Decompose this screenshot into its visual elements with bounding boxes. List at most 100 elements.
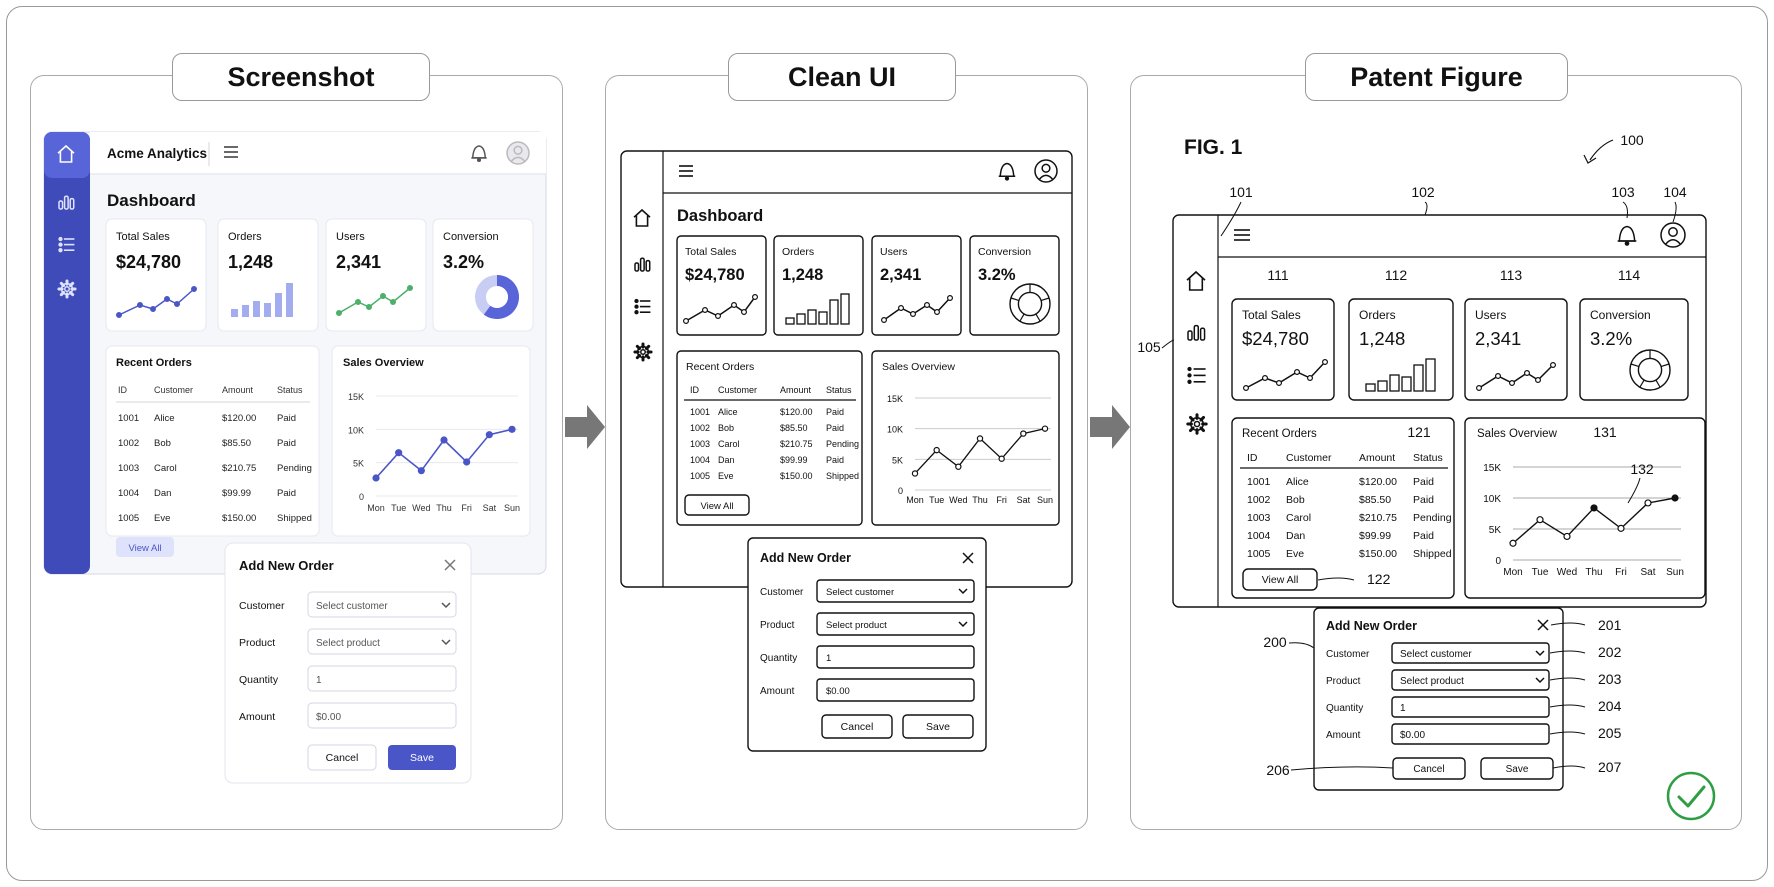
save-button[interactable] (388, 745, 456, 770)
save-button[interactable] (1480, 757, 1554, 780)
view-all-button[interactable] (116, 537, 174, 557)
leader-line (1622, 201, 1628, 219)
input-field[interactable] (816, 645, 975, 669)
data-point (933, 446, 940, 454)
table-cell: 1005 (690, 471, 710, 481)
input-field[interactable] (307, 702, 457, 729)
bar-icon-part (645, 259, 651, 272)
y-tick-label: 0 (359, 492, 364, 502)
table-cell: Eve (154, 513, 170, 524)
sparkline-point (390, 299, 397, 306)
list-icon-dot (1187, 366, 1192, 372)
x-tick-label: Fri (1615, 567, 1627, 578)
sparkline (1475, 362, 1556, 392)
sidebar-item-home[interactable] (44, 132, 90, 178)
list-icon-dot (1187, 373, 1192, 378)
x-tick-label: Fri (996, 495, 1007, 505)
hamburger-menu-icon[interactable] (1234, 229, 1250, 241)
data-point (1020, 430, 1027, 437)
save-button[interactable] (902, 714, 974, 739)
table-cell: Carol (154, 463, 177, 474)
column-header: Status (1413, 452, 1443, 464)
data-point (485, 431, 493, 439)
field-value: Select customer (1400, 649, 1472, 660)
reference-numeral-121: 121 (1407, 424, 1431, 440)
stat-card (969, 235, 1060, 336)
modal-title: Add New Order (239, 558, 334, 573)
donut-divider (1639, 379, 1645, 388)
cancel-button[interactable] (1392, 757, 1466, 780)
close-icon[interactable] (1537, 619, 1549, 631)
cancel-button[interactable] (821, 714, 893, 739)
table-cell: $85.50 (780, 423, 808, 433)
table-cell: Bob (1286, 494, 1305, 506)
mini-bar (264, 303, 271, 317)
reference-numeral: 113 (1500, 267, 1523, 283)
select-field[interactable] (816, 579, 975, 603)
x-tick-label: Sun (1666, 567, 1684, 578)
sparkline-line (685, 296, 756, 322)
data-point (463, 458, 471, 466)
mini-bar (1389, 374, 1400, 392)
mini-bar (1365, 383, 1376, 392)
hamburger-menu-icon[interactable] (224, 146, 238, 158)
data-point (1590, 504, 1598, 512)
sparkline-point (751, 294, 758, 301)
field-value: Select customer (316, 601, 388, 612)
select-field[interactable] (307, 628, 457, 655)
x-tick-label: Wed (949, 495, 967, 505)
mini-bar (785, 317, 795, 325)
stat-card-0: Total Sales$24,780 (676, 235, 767, 336)
sparkline-point (137, 302, 144, 309)
table-cell: 1003 (690, 439, 710, 449)
column-header: Customer (718, 385, 757, 395)
reference-numeral-104: 104 (1663, 184, 1687, 223)
reference-numeral: 101 (1229, 184, 1253, 200)
mini-bar (242, 305, 249, 317)
select-field[interactable] (816, 612, 975, 636)
home-icon (633, 208, 651, 227)
reference-numeral-113: 113 (1500, 267, 1523, 283)
panel-title-patent-figure: Patent Figure (1305, 53, 1568, 101)
x-tick-label: Sat (1017, 495, 1031, 505)
field-value: 1 (826, 653, 831, 664)
mini-bar-chart (231, 283, 293, 317)
home-roof (633, 208, 651, 218)
select-field[interactable] (307, 591, 457, 618)
hamburger-menu-icon[interactable] (679, 165, 693, 177)
donut-divider (1019, 313, 1025, 322)
select-field[interactable] (1391, 642, 1550, 664)
orders-card (105, 345, 320, 537)
input-field[interactable] (1391, 696, 1550, 718)
cancel-button[interactable] (307, 744, 377, 771)
input-field[interactable] (816, 678, 975, 702)
home-roof (1186, 270, 1206, 281)
avatar-body (1038, 174, 1054, 180)
field-label: Quantity (1326, 703, 1363, 714)
input-field[interactable] (1391, 723, 1550, 745)
view-all-button[interactable] (684, 494, 750, 516)
table-cell: Pending (1413, 512, 1452, 524)
bar-chart-icon (1187, 324, 1206, 341)
close-icon[interactable] (444, 559, 456, 571)
select-field[interactable] (1391, 669, 1550, 691)
sparkline (336, 285, 414, 317)
bell-body (1618, 225, 1636, 242)
sparkline-point (1261, 375, 1268, 382)
table-cell: $210.75 (780, 439, 813, 449)
view-all-button[interactable] (1242, 568, 1318, 591)
leader-line (1552, 765, 1586, 769)
table-cell: Paid (1413, 476, 1434, 488)
list-icon (634, 298, 651, 315)
field-label: Quantity (239, 674, 279, 686)
mini-bar (818, 311, 828, 325)
input-field[interactable] (307, 665, 457, 692)
stat-card-label: Users (336, 231, 365, 243)
close-icon[interactable] (962, 552, 974, 564)
reference-numeral: 202 (1598, 644, 1622, 660)
